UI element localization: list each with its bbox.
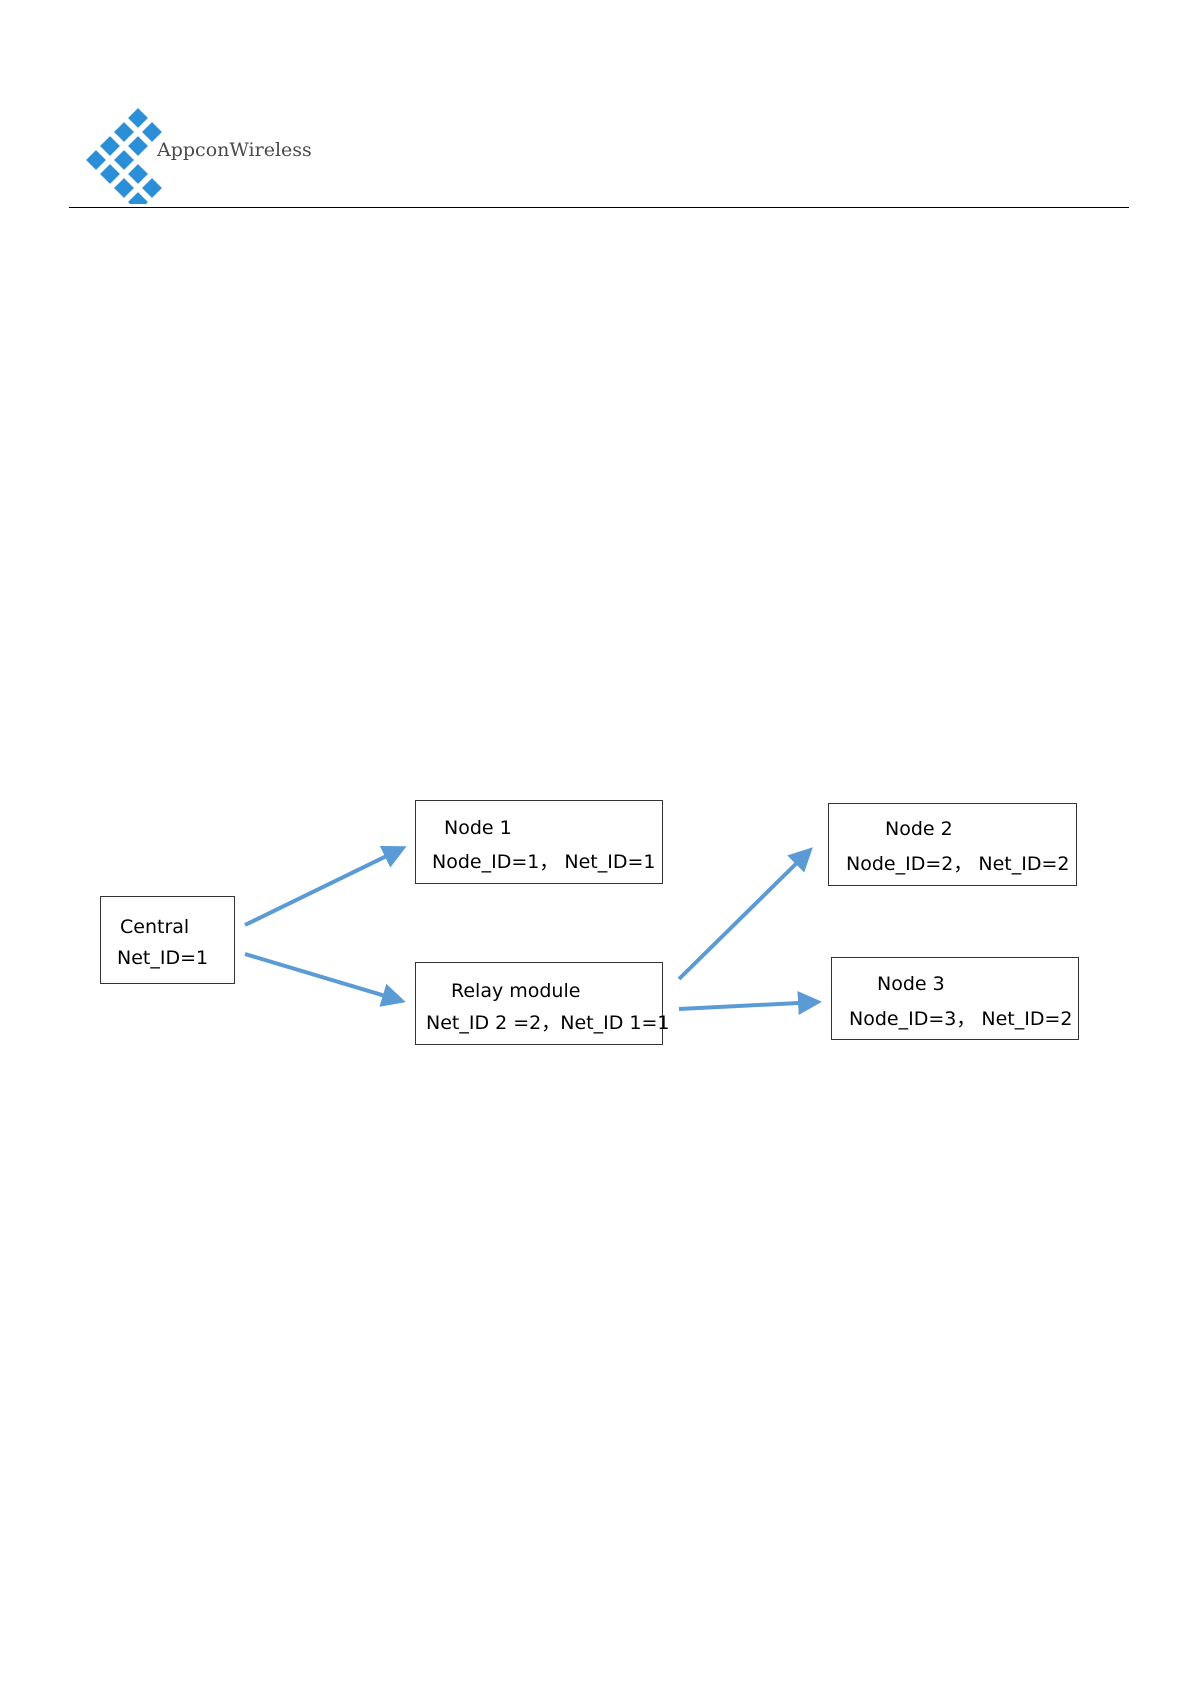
arrow-central-to-relay [245,954,402,1001]
arrow-central-to-node1 [245,848,403,925]
node3-box: Node 3 Node_ID=3， Net_ID=2 [831,957,1079,1040]
node2-box: Node 2 Node_ID=2， Net_ID=2 [828,803,1077,886]
node3-label: Node 3 [877,975,945,994]
arrow-relay-to-node3 [679,1002,818,1009]
node2-ids: Node_ID=2， Net_ID=2 [846,855,1069,874]
central-net-id: Net_ID=1 [117,949,208,968]
node1-box: Node 1 Node_ID=1， Net_ID=1 [415,800,663,884]
node1-ids: Node_ID=1， Net_ID=1 [432,853,655,872]
arrow-relay-to-node2 [679,850,810,979]
relay-module-box: Relay module Net_ID 2 =2，Net_ID 1=1 [415,962,663,1045]
relay-module-ids: Net_ID 2 =2，Net_ID 1=1 [426,1014,669,1033]
central-label: Central [120,918,189,937]
node2-label: Node 2 [885,820,953,839]
relay-module-label: Relay module [451,982,580,1001]
central-box: Central Net_ID=1 [100,896,235,984]
node3-ids: Node_ID=3， Net_ID=2 [849,1010,1072,1029]
node1-label: Node 1 [444,819,512,838]
